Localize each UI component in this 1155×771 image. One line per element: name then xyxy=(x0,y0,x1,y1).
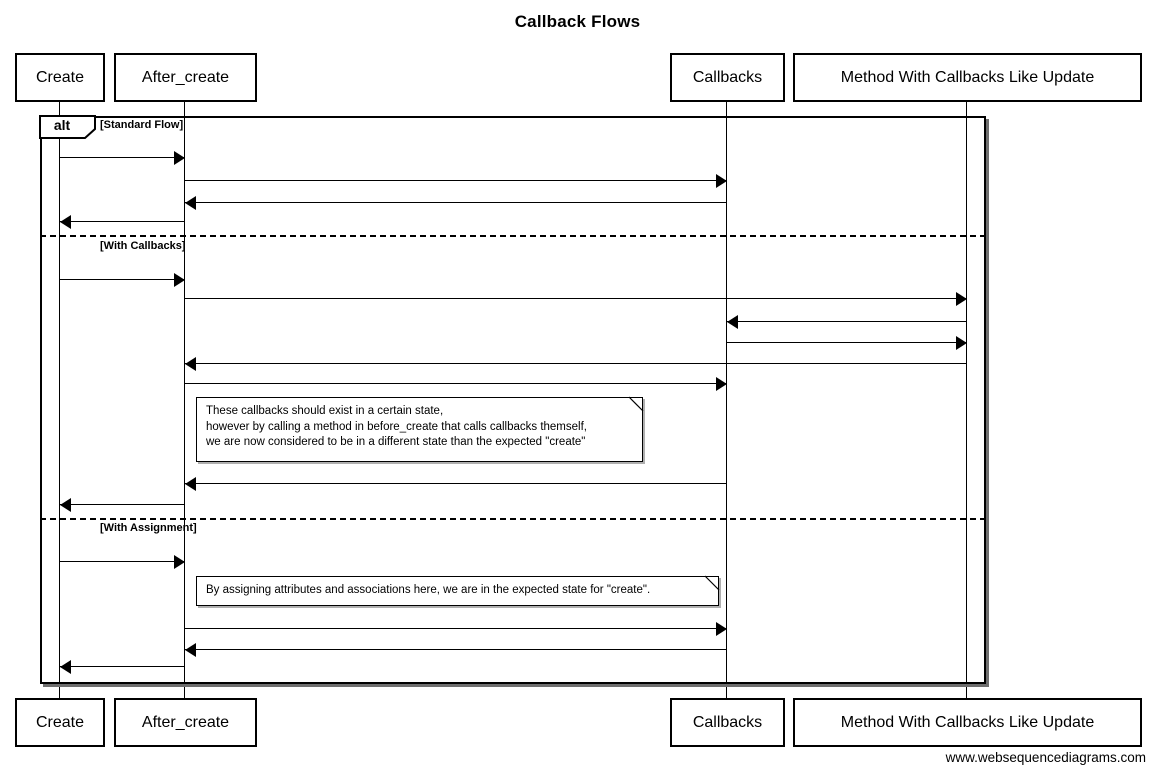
msg-callbacks-to-aftercreate-1 xyxy=(185,196,727,210)
participant-after-create-bottom: After_create xyxy=(114,698,257,747)
participant-create-bottom: Create xyxy=(15,698,105,747)
arrowhead-left-icon xyxy=(185,196,196,210)
arrowhead-right-icon xyxy=(956,292,967,306)
arrowhead-right-icon xyxy=(716,622,727,636)
note-fold-icon xyxy=(628,396,644,412)
arrowhead-right-icon xyxy=(174,151,185,165)
msg-aftercreate-to-callbacks-1 xyxy=(185,174,727,188)
alt-fragment-frame xyxy=(40,116,986,684)
alt-operator-tab xyxy=(39,115,96,139)
msg-create-to-aftercreate-2 xyxy=(60,273,185,287)
arrowhead-left-icon xyxy=(727,315,738,329)
participant-method-bottom: Method With Callbacks Like Update xyxy=(793,698,1142,747)
msg-aftercreate-to-create-3 xyxy=(60,660,185,674)
watermark: www.websequencediagrams.com xyxy=(945,750,1146,765)
msg-create-to-aftercreate-3 xyxy=(60,555,185,569)
note-fold-icon xyxy=(704,575,720,591)
page-title: Callback Flows xyxy=(514,12,641,31)
msg-aftercreate-to-callbacks-2 xyxy=(185,377,727,391)
section-divider-1 xyxy=(40,235,986,237)
participant-after-create-top: After_create xyxy=(114,53,257,102)
arrowhead-right-icon xyxy=(716,174,727,188)
arrowhead-right-icon xyxy=(716,377,727,391)
lifeline-method xyxy=(966,102,967,699)
arrowhead-left-icon xyxy=(60,498,71,512)
msg-create-to-aftercreate-1 xyxy=(60,151,185,165)
lifeline-after-create xyxy=(184,102,185,699)
lifeline-callbacks xyxy=(726,102,727,699)
participant-callbacks-top: Callbacks xyxy=(670,53,785,102)
lifeline-create xyxy=(59,102,60,699)
participant-callbacks-bottom: Callbacks xyxy=(670,698,785,747)
msg-aftercreate-to-create-1 xyxy=(60,215,185,229)
arrowhead-left-icon xyxy=(60,215,71,229)
condition-with-callbacks: [With Callbacks] xyxy=(100,240,186,252)
msg-callbacks-to-aftercreate-2 xyxy=(185,477,727,491)
msg-callbacks-to-aftercreate-3 xyxy=(185,643,727,657)
msg-callbacks-to-method xyxy=(727,336,967,350)
arrowhead-left-icon xyxy=(185,357,196,371)
msg-method-to-callbacks xyxy=(727,315,967,329)
alt-operator-label: alt xyxy=(53,117,71,133)
arrowhead-left-icon xyxy=(185,477,196,491)
arrowhead-right-icon xyxy=(174,273,185,287)
msg-aftercreate-to-callbacks-3 xyxy=(185,622,727,636)
note-callback-state: These callbacks should exist in a certai… xyxy=(196,397,643,462)
arrowhead-right-icon xyxy=(956,336,967,350)
condition-with-assignment: [With Assignment] xyxy=(100,522,197,534)
msg-aftercreate-to-method xyxy=(185,292,967,306)
msg-aftercreate-to-create-2 xyxy=(60,498,185,512)
arrowhead-right-icon xyxy=(174,555,185,569)
note-assignment-state: By assigning attributes and associations… xyxy=(196,576,719,606)
arrowhead-left-icon xyxy=(185,643,196,657)
msg-method-to-aftercreate xyxy=(185,357,967,371)
condition-standard-flow: [Standard Flow] xyxy=(100,119,184,131)
arrowhead-left-icon xyxy=(60,660,71,674)
participant-create-top: Create xyxy=(15,53,105,102)
section-divider-2 xyxy=(40,518,986,520)
participant-method-top: Method With Callbacks Like Update xyxy=(793,53,1142,102)
